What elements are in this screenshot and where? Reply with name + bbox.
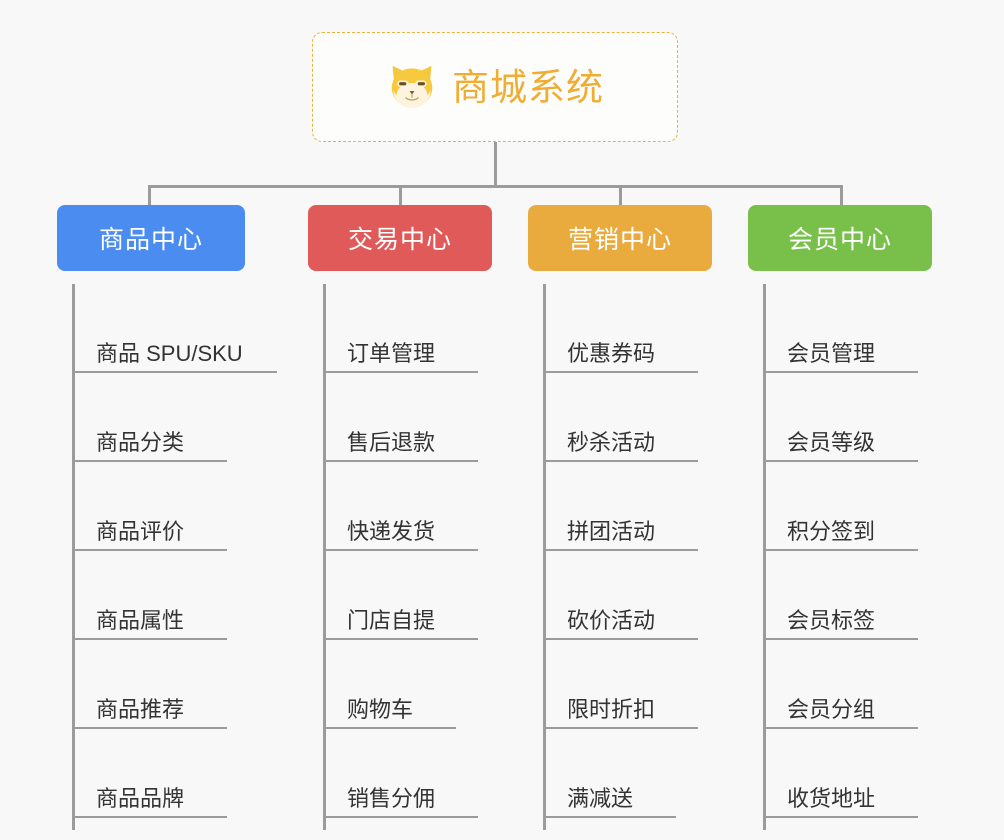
- category-box-4[interactable]: 会员中心: [748, 205, 932, 271]
- leaf-label: 限时折扣: [567, 696, 656, 722]
- leaf-label: 满减送: [567, 785, 634, 811]
- leaf-label: 商品推荐: [96, 696, 185, 722]
- leaf-item[interactable]: 积分签到: [763, 462, 918, 551]
- category-label-1: 商品中心: [98, 226, 203, 254]
- leaf-item[interactable]: 门店自提: [323, 551, 478, 640]
- connector-drop-1: [148, 185, 151, 205]
- leaf-item[interactable]: 快递发货: [323, 462, 478, 551]
- leaf-trunk-2: [323, 284, 326, 830]
- leaf-label: 会员管理: [787, 340, 876, 366]
- leaf-label: 快递发货: [347, 518, 436, 544]
- leaf-item[interactable]: 订单管理: [323, 284, 478, 373]
- leaf-label: 优惠券码: [567, 340, 656, 366]
- leaf-label: 订单管理: [347, 340, 436, 366]
- leaf-item[interactable]: 商品评价: [72, 462, 227, 551]
- leaf-item[interactable]: 会员等级: [763, 373, 918, 462]
- category-label-4: 会员中心: [787, 226, 892, 254]
- leaf-label: 积分签到: [787, 518, 876, 544]
- category-label-3: 营销中心: [567, 226, 672, 254]
- leaf-label: 商品属性: [96, 607, 185, 633]
- connector-drop-2: [399, 185, 402, 205]
- leaf-item[interactable]: 会员标签: [763, 551, 918, 640]
- leaf-label: 商品 SPU/SKU: [96, 340, 243, 366]
- leaf-item[interactable]: 会员管理: [763, 284, 918, 373]
- leaf-label: 拼团活动: [567, 518, 656, 544]
- category-label-2: 交易中心: [347, 226, 452, 254]
- leaf-label: 商品评价: [96, 518, 185, 544]
- leaf-trunk-3: [543, 284, 546, 830]
- leaf-item[interactable]: 限时折扣: [543, 640, 698, 729]
- category-box-1[interactable]: 商品中心: [57, 205, 245, 271]
- leaf-label: 会员分组: [787, 696, 876, 722]
- leaf-label: 商品分类: [96, 429, 185, 455]
- leaf-item[interactable]: 销售分佣: [323, 729, 478, 818]
- leaf-label: 售后退款: [347, 429, 436, 455]
- leaf-label: 会员标签: [787, 607, 876, 633]
- category-box-3[interactable]: 营销中心: [528, 205, 712, 271]
- leaf-label: 门店自提: [347, 607, 436, 633]
- connector-horizontal-bus: [150, 185, 843, 188]
- leaf-item[interactable]: 购物车: [323, 640, 456, 729]
- leaf-item[interactable]: 砍价活动: [543, 551, 698, 640]
- category-box-2[interactable]: 交易中心: [308, 205, 492, 271]
- leaf-label: 秒杀活动: [567, 429, 656, 455]
- leaf-item[interactable]: 会员分组: [763, 640, 918, 729]
- leaf-item[interactable]: 优惠券码: [543, 284, 698, 373]
- leaf-label: 会员等级: [787, 429, 876, 455]
- leaf-label: 购物车: [347, 696, 414, 722]
- leaf-item[interactable]: 商品属性: [72, 551, 227, 640]
- leaf-item[interactable]: 秒杀活动: [543, 373, 698, 462]
- leaf-item[interactable]: 拼团活动: [543, 462, 698, 551]
- leaf-item[interactable]: 商品分类: [72, 373, 227, 462]
- leaf-item[interactable]: 收货地址: [763, 729, 918, 818]
- connector-drop-3: [619, 185, 622, 205]
- leaf-label: 砍价活动: [567, 607, 656, 633]
- leaf-item[interactable]: 售后退款: [323, 373, 478, 462]
- leaf-item[interactable]: 满减送: [543, 729, 676, 818]
- leaf-item[interactable]: 商品 SPU/SKU: [72, 284, 277, 373]
- leaf-item[interactable]: 商品品牌: [72, 729, 227, 818]
- root-node[interactable]: 商城系统: [312, 32, 678, 142]
- leaf-item[interactable]: 商品推荐: [72, 640, 227, 729]
- root-title: 商城系统: [452, 66, 604, 108]
- leaf-trunk-1: [72, 284, 75, 830]
- leaf-label: 商品品牌: [96, 785, 185, 811]
- leaf-label: 销售分佣: [347, 785, 436, 811]
- leaf-label: 收货地址: [787, 785, 876, 811]
- connector-drop-4: [840, 185, 843, 205]
- connector-root-stem: [494, 142, 497, 188]
- dog-face-icon: [391, 65, 433, 109]
- leaf-trunk-4: [763, 284, 766, 830]
